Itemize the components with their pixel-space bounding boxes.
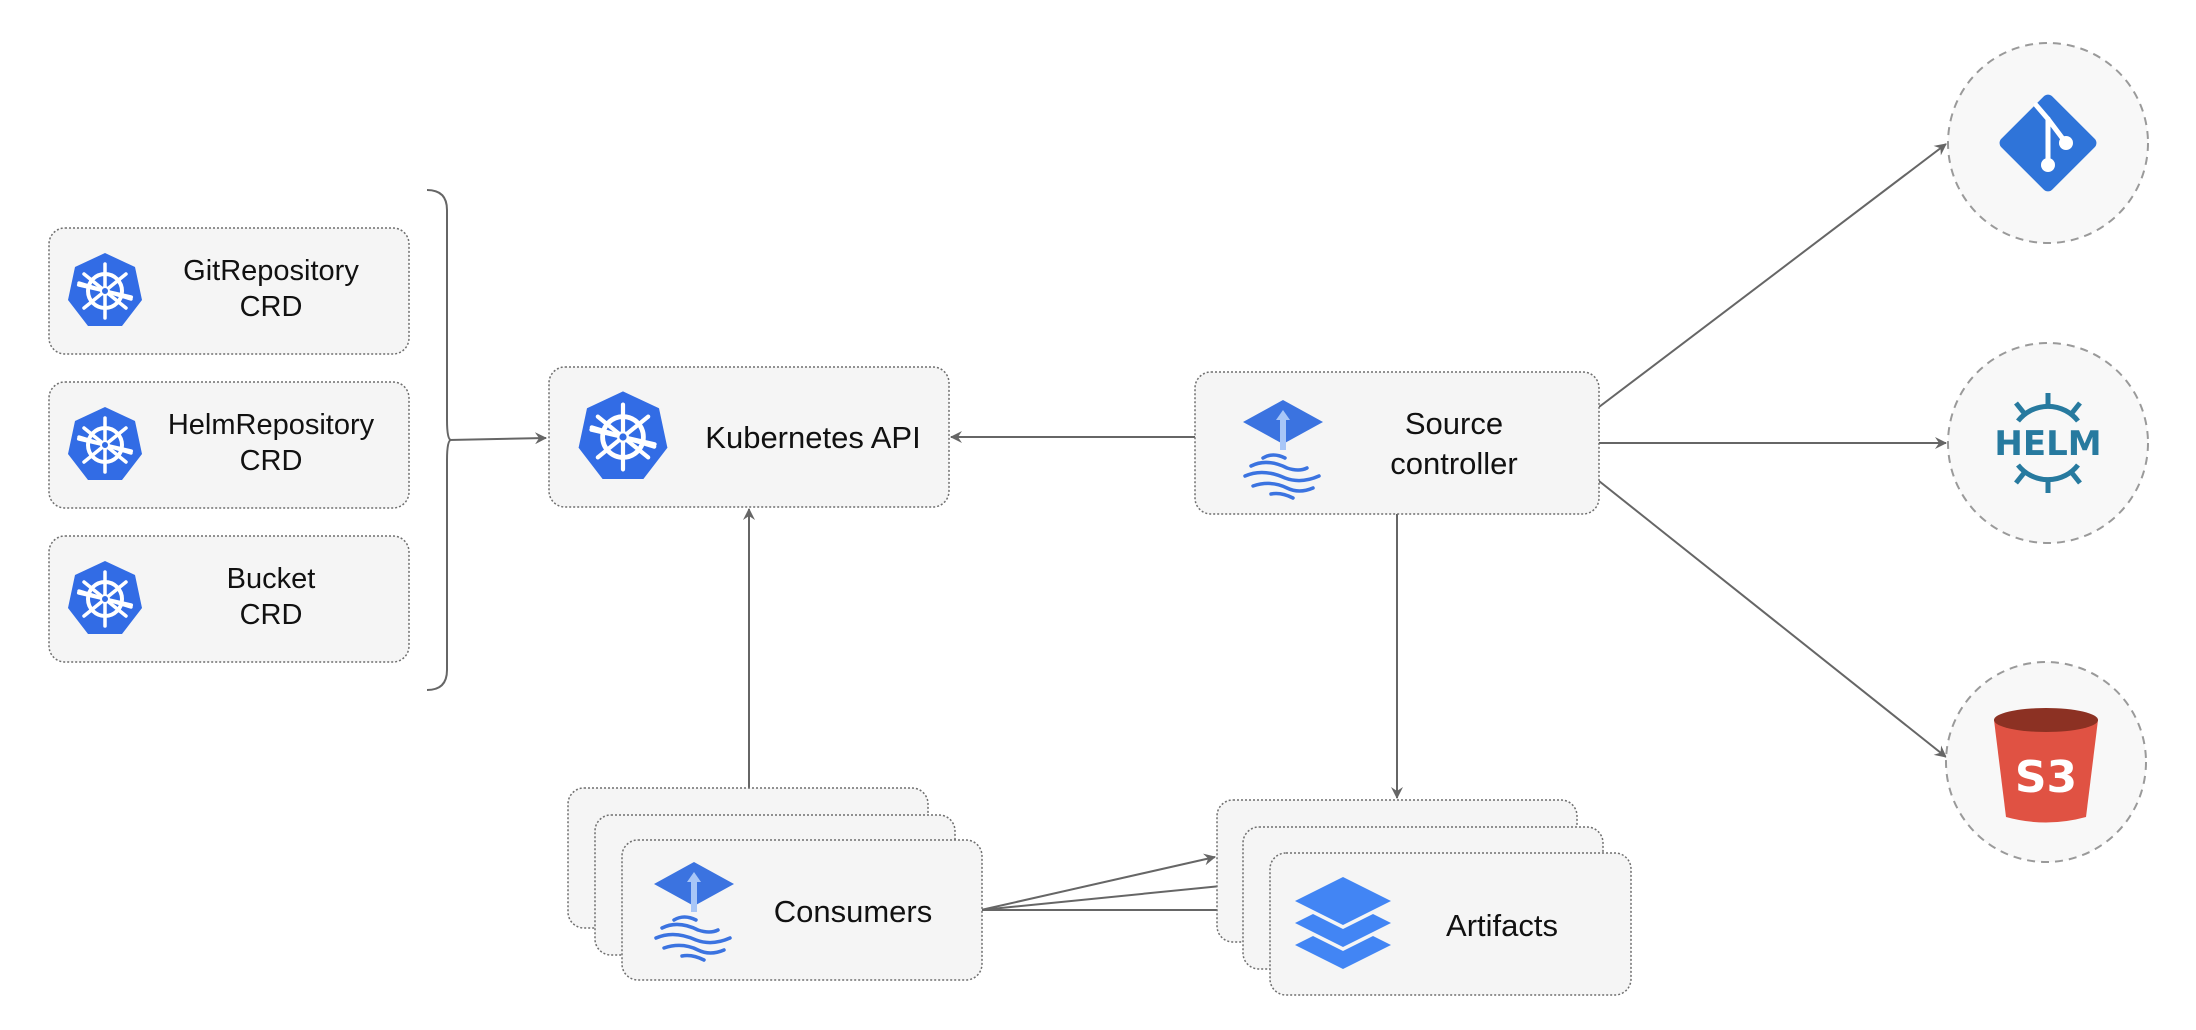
helm-icon: HELM: [1994, 393, 2102, 493]
source-controller-node[interactable]: Source controller: [1194, 371, 1600, 515]
node-label: controller: [1390, 446, 1518, 481]
artifacts-node[interactable]: Artifacts: [1216, 799, 1632, 996]
crd-name: Bucket: [227, 563, 316, 595]
node-label: Kubernetes API: [705, 420, 920, 455]
crd-type: CRD: [240, 599, 303, 631]
crd-group-brace: [426, 189, 452, 691]
git-icon: [1999, 94, 2097, 192]
kubernetes-api-node[interactable]: Kubernetes API: [548, 366, 950, 508]
edges: [426, 143, 1947, 916]
crd-type: CRD: [240, 291, 303, 323]
controller-to-git-arrow: [1598, 143, 1947, 408]
helm-source[interactable]: HELM: [1947, 342, 2149, 544]
crd-type: CRD: [240, 445, 303, 477]
node-label: Source: [1405, 406, 1503, 441]
consumers-to-artifacts-arrow: [980, 853, 1216, 911]
crd-name: GitRepository: [183, 255, 359, 287]
crds-to-api-arrow: [448, 432, 547, 445]
node-label: Artifacts: [1446, 908, 1558, 943]
svg-text:HELM: HELM: [1994, 424, 2101, 464]
node-label: Consumers: [774, 894, 933, 929]
s3-icon: S3: [1994, 708, 2098, 823]
consumers-to-artifacts-arrow: [980, 879, 1242, 911]
consumers-node[interactable]: Consumers: [567, 787, 983, 981]
s3-source[interactable]: S3: [1945, 661, 2147, 863]
git-source[interactable]: [1947, 42, 2149, 244]
svg-text:S3: S3: [2015, 752, 2077, 803]
crd-name: HelmRepository: [168, 409, 375, 441]
controller-to-s3-arrow: [1598, 480, 1947, 758]
